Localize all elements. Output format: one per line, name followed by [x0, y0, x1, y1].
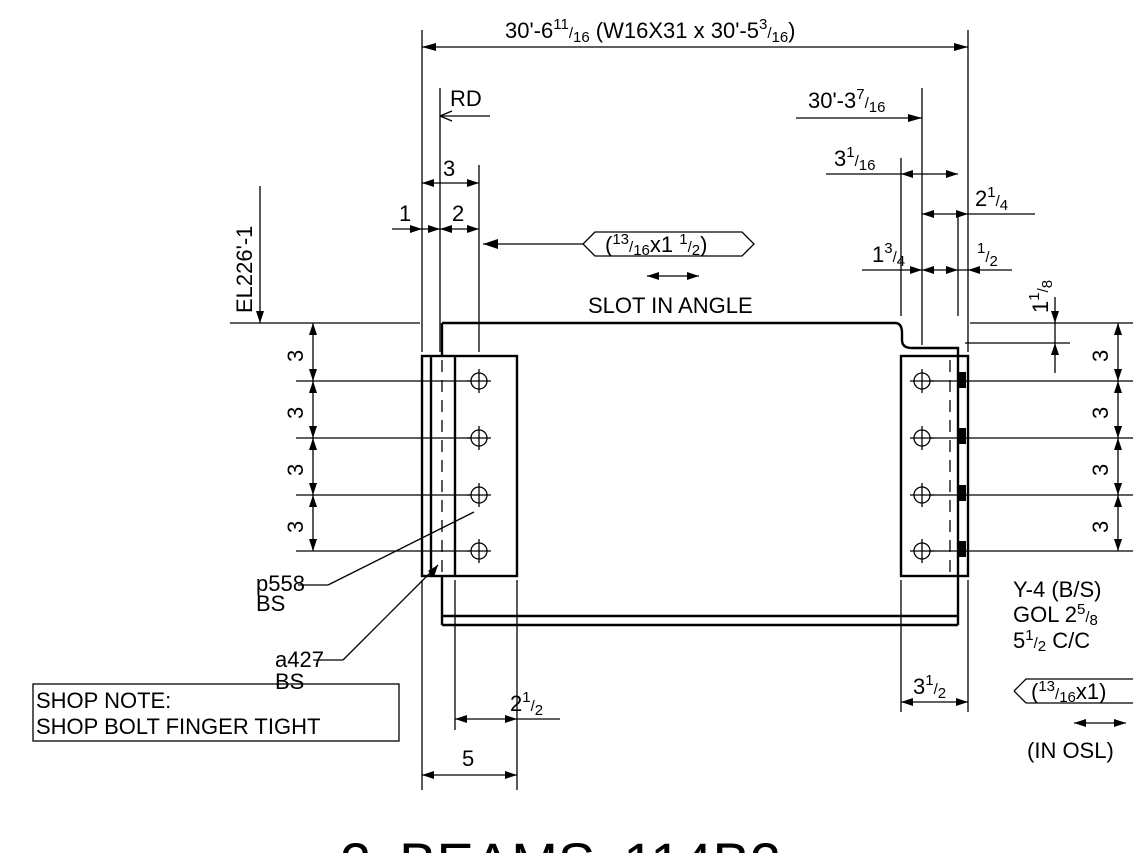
dim-5: 5 [462, 746, 474, 771]
dimension-lines [256, 43, 1133, 779]
beam-outline [440, 321, 960, 627]
right-hole-spacing-3: 3 [1088, 464, 1113, 476]
right-length-dim: 30'-37/16 [808, 86, 885, 116]
dim-2-1-4: 21/4 [975, 184, 1008, 214]
dim-1-2: 1/2 [977, 240, 998, 270]
right-connection-angle [899, 354, 970, 578]
shop-note-line2: SHOP BOLT FINGER TIGHT [36, 714, 320, 739]
weld-note-line1: Y-4 (B/S) [1013, 577, 1101, 602]
part-a427-mark: a427 [275, 647, 324, 672]
bolt-hole-icon [467, 369, 491, 393]
dim-1-3-4: 13/4 [872, 240, 905, 270]
dim-3-1-16: 31/16 [834, 144, 875, 174]
left-hole-spacing-2: 3 [283, 407, 308, 419]
dim-3-1-2: 31/2 [913, 672, 946, 702]
slot-tag-right: (13/16x1) [1031, 678, 1106, 706]
left-bolt-holes [467, 369, 491, 563]
left-hole-spacing-4: 3 [283, 521, 308, 533]
dim-1: 1 [399, 201, 411, 226]
dim-2: 2 [452, 201, 464, 226]
bolt-hole-icon [467, 426, 491, 450]
part-a427-note: BS [275, 669, 304, 694]
bolt-hole-icon [467, 483, 491, 507]
slot-tag-left: (13/16x1 1/2) [605, 231, 707, 259]
bolt-hole-icon [467, 539, 491, 563]
elevation-label: EL226'-1 [232, 226, 257, 313]
slot-note-right: (IN OSL) [1027, 738, 1114, 763]
shop-note-box: SHOP NOTE: SHOP BOLT FINGER TIGHT [32, 683, 400, 742]
weld-marks-icon [959, 372, 966, 557]
part-p558-note: BS [256, 591, 285, 616]
left-hole-spacing-3: 3 [283, 464, 308, 476]
dim-1-1-8: 11/8 [1026, 280, 1056, 313]
dim-3-top: 3 [443, 156, 455, 181]
overall-length-dim: 30'-611/16 (W16X31 x 30'-53/16) [505, 16, 796, 46]
weld-note-line2: GOL 25/8 [1013, 601, 1098, 629]
extension-lines [230, 30, 1133, 790]
left-hole-spacing-1: 3 [283, 350, 308, 362]
dim-2-1-2: 21/2 [510, 689, 543, 719]
right-hole-spacing-2: 3 [1088, 407, 1113, 419]
drawing-title: 2BEAMS114B2 [340, 831, 781, 853]
right-hole-spacing-4: 3 [1088, 521, 1113, 533]
right-bolt-holes [910, 369, 934, 563]
right-hole-spacing-1: 3 [1088, 350, 1113, 362]
slot-note-left: SLOT IN ANGLE [588, 293, 753, 318]
weld-note-line3: 51/2 C/C [1013, 627, 1090, 655]
shop-note-line1: SHOP NOTE: [36, 688, 171, 713]
left-connection-angle [420, 354, 519, 578]
part-p558-mark: p558 [256, 571, 305, 596]
rd-label: RD [450, 86, 482, 111]
